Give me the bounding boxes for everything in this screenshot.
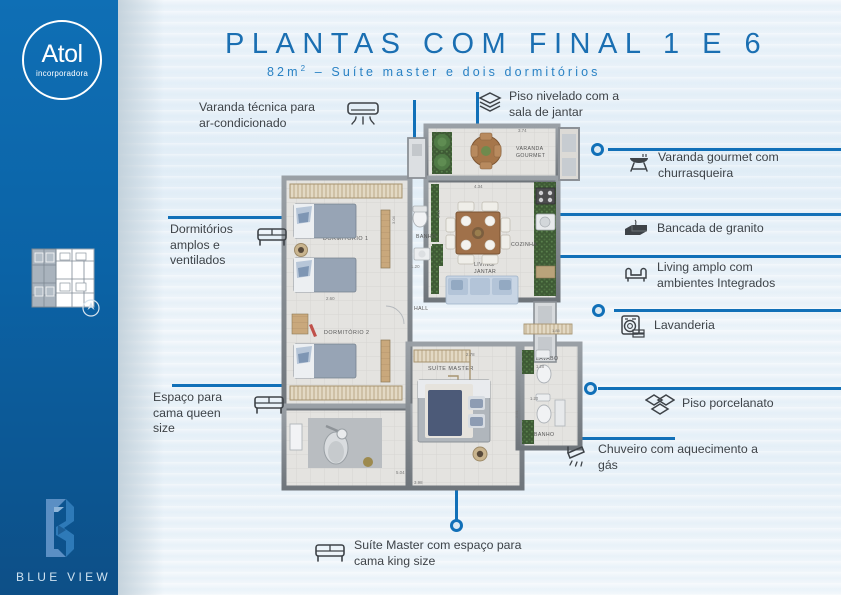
callout-piso-nivelado-label: Piso nivelado com a sala de jantar bbox=[509, 89, 620, 119]
layers-icon bbox=[478, 92, 502, 112]
atol-logo: Atol incorporadora bbox=[22, 20, 102, 100]
bed-icon bbox=[257, 228, 287, 246]
callout-lavanderia[interactable]: Lavanderia bbox=[619, 313, 819, 339]
svg-text:2.60: 2.60 bbox=[326, 296, 335, 301]
blue-view-logo: BLUE VIEW bbox=[16, 495, 108, 584]
callout-varanda-gourmet-label: Varanda gourmet com churrasqueira bbox=[658, 150, 779, 180]
callout-suite-master[interactable]: Suíte Master com espaço para cama king s… bbox=[313, 538, 603, 569]
callout-lavanderia-line-h bbox=[614, 309, 841, 312]
callout-lavanderia-dot bbox=[592, 304, 605, 317]
callout-chuveiro-gas-line-h bbox=[534, 437, 675, 440]
tiles-icon bbox=[645, 394, 675, 415]
atol-logo-subtitle: incorporadora bbox=[36, 69, 88, 78]
svg-text:VARANDA: VARANDA bbox=[516, 146, 544, 152]
sofa-icon bbox=[625, 267, 647, 282]
callout-suite-master-dot bbox=[450, 519, 463, 532]
callout-varanda-gourmet-line-h bbox=[608, 148, 841, 151]
svg-text:5.04: 5.04 bbox=[396, 470, 405, 475]
svg-text:2.51: 2.51 bbox=[514, 409, 519, 418]
key-plan-thumbnail bbox=[28, 245, 106, 317]
callout-piso-porcelanato-label: Piso porcelanato bbox=[682, 396, 774, 410]
callout-chuveiro-gas[interactable]: Chuveiro com aquecimento a gás bbox=[563, 442, 833, 473]
callout-cama-queen-label: Espaço para cama queen size bbox=[153, 390, 223, 436]
callout-piso-porcelanato-line-h bbox=[598, 387, 841, 390]
callout-dormitorios-label: Dormitórios amplos e ventilados bbox=[170, 222, 233, 268]
callout-piso-nivelado-line-v bbox=[476, 92, 479, 147]
blue-view-mark-icon bbox=[46, 499, 74, 557]
svg-text:1.20: 1.20 bbox=[536, 364, 545, 369]
bed-icon bbox=[254, 396, 284, 414]
page-title: PLANTAS COM FINAL 1 E 6 bbox=[225, 28, 769, 60]
shower-icon bbox=[567, 446, 585, 467]
callout-living-amplo[interactable]: Living amplo com ambientes Integrados bbox=[622, 260, 837, 291]
callout-lavanderia-label: Lavanderia bbox=[654, 318, 715, 332]
callout-varanda-tecnica-line-v bbox=[413, 100, 416, 155]
svg-text:2.78: 2.78 bbox=[466, 352, 475, 357]
page-subtitle: 82m2 – Suíte master e dois dormitórios bbox=[267, 64, 768, 79]
callout-bancada-granito-line-h bbox=[530, 213, 841, 216]
svg-text:0.90: 0.90 bbox=[436, 209, 441, 218]
svg-text:3.98: 3.98 bbox=[414, 480, 423, 485]
counter-icon bbox=[625, 219, 647, 235]
callout-dormitorios-line-h bbox=[168, 216, 308, 219]
callout-cama-queen[interactable]: Espaço para cama queen size bbox=[153, 390, 313, 437]
callout-dormitorios[interactable]: Dormitórios amplos e ventilados bbox=[170, 222, 310, 269]
rail-gradient-fade bbox=[118, 0, 164, 595]
callout-piso-nivelado[interactable]: Piso nivelado com a sala de jantar bbox=[478, 89, 668, 120]
callout-suite-master-line-v bbox=[455, 470, 458, 522]
blue-view-logo-text: BLUE VIEW bbox=[16, 570, 112, 584]
svg-text:3.74: 3.74 bbox=[518, 128, 527, 133]
svg-text:JANTAR: JANTAR bbox=[474, 269, 496, 275]
callout-varanda-tecnica[interactable]: Varanda técnica para ar-condicionado bbox=[199, 100, 429, 131]
svg-text:LIVING/: LIVING/ bbox=[474, 262, 495, 268]
callout-living-amplo-label: Living amplo com ambientes Integrados bbox=[657, 260, 776, 290]
floor-plan-drawing: VARANDA GOURMET 3.74 LIVING/ JANTAR 4.34 bbox=[268, 118, 590, 516]
svg-text:1.20: 1.20 bbox=[530, 396, 539, 401]
svg-text:1.85: 1.85 bbox=[552, 328, 561, 333]
title-block: PLANTAS COM FINAL 1 E 6 82m2 – Suíte mas… bbox=[225, 28, 768, 79]
subtitle-area: 82m bbox=[267, 65, 301, 80]
grill-icon bbox=[630, 154, 648, 172]
callout-varanda-tecnica-label: Varanda técnica para ar-condicionado bbox=[199, 100, 315, 130]
callout-suite-master-label: Suíte Master com espaço para cama king s… bbox=[354, 538, 522, 568]
svg-text:1.20: 1.20 bbox=[411, 264, 420, 269]
svg-text:BANHO: BANHO bbox=[416, 234, 436, 240]
callout-bancada-granito-label: Bancada de granito bbox=[657, 221, 764, 235]
subtitle-rest: – Suíte master e dois dormitórios bbox=[308, 65, 601, 80]
air-conditioner-icon bbox=[347, 102, 379, 125]
callout-living-amplo-line-h bbox=[543, 255, 841, 258]
svg-text:HALL: HALL bbox=[414, 306, 429, 312]
callout-varanda-gourmet-dot bbox=[591, 143, 604, 156]
callout-chuveiro-gas-label: Chuveiro com aquecimento a gás bbox=[598, 442, 758, 472]
callout-piso-porcelanato-dot bbox=[584, 382, 597, 395]
svg-text:4.34: 4.34 bbox=[474, 184, 483, 189]
svg-text:SUÍTE MASTER: SUÍTE MASTER bbox=[428, 365, 474, 372]
svg-text:BANHO: BANHO bbox=[534, 432, 554, 438]
svg-text:LAVABO: LAVABO bbox=[536, 356, 558, 362]
atol-logo-name: Atol bbox=[41, 40, 83, 68]
subtitle-superscript: 2 bbox=[300, 64, 309, 73]
callout-piso-porcelanato[interactable]: Piso porcelanato bbox=[645, 392, 841, 416]
washing-machine-icon bbox=[621, 315, 645, 338]
callout-cama-queen-line-h bbox=[172, 384, 312, 387]
callout-bancada-granito[interactable]: Bancada de granito bbox=[622, 217, 832, 241]
callout-varanda-gourmet[interactable]: Varanda gourmet com churrasqueira bbox=[627, 150, 837, 181]
svg-text:COZINHA: COZINHA bbox=[511, 242, 537, 248]
bed-icon bbox=[315, 544, 345, 562]
svg-text:DORMITÓRIO 1: DORMITÓRIO 1 bbox=[323, 235, 369, 242]
svg-text:DORMITÓRIO 2: DORMITÓRIO 2 bbox=[324, 329, 370, 336]
svg-text:GOURMET: GOURMET bbox=[516, 153, 546, 159]
svg-text:3.04: 3.04 bbox=[391, 215, 396, 224]
